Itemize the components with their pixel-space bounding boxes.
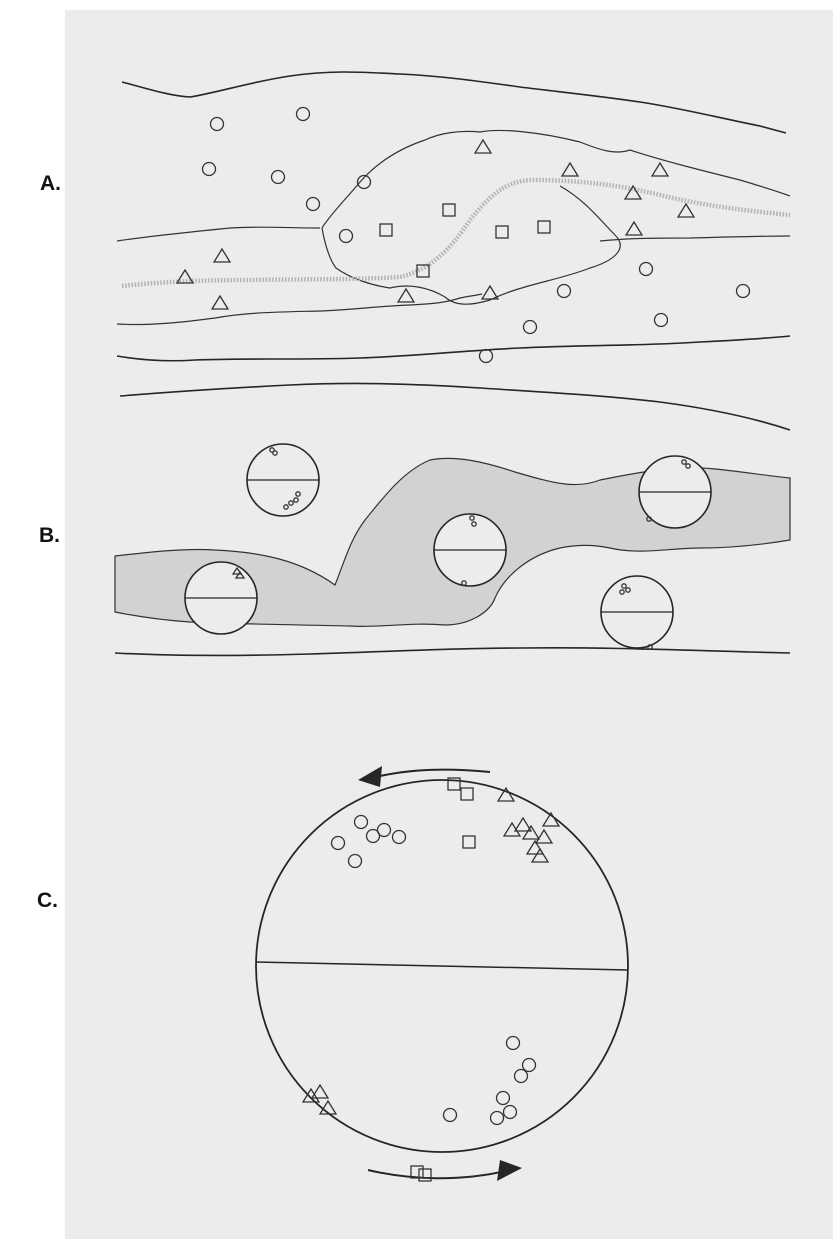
panel-c-top-arrow-arc: [372, 770, 490, 778]
panel-c-bottom-arrow-arc: [368, 1170, 510, 1178]
panel-c-squares: [411, 778, 475, 1181]
panel-a: [117, 72, 790, 363]
panel-b-stereonet-4: [185, 562, 257, 634]
panel-c-circles: [332, 816, 536, 1125]
panel-b-stereonet-3: [639, 456, 711, 528]
panel-b-stereonet-5: [601, 576, 673, 649]
panel-c-bottom-arrowhead: [497, 1160, 522, 1181]
panel-a-squares: [380, 204, 550, 277]
panel-b-stereonet-2: [434, 514, 506, 586]
panel-c-primitive-line: [256, 962, 628, 970]
panel-b-top-boundary: [120, 384, 790, 430]
panel-a-lower-band: [117, 294, 482, 325]
panel-c: [256, 766, 628, 1181]
panel-a-right-band: [600, 236, 790, 241]
panel-a-top-boundary: [122, 72, 786, 133]
panel-b-bottom-boundary: [115, 648, 790, 656]
panel-a-bottom-boundary: [117, 336, 790, 361]
panel-a-circles: [203, 108, 750, 363]
panel-b: [115, 384, 790, 656]
panel-a-triangles: [177, 140, 694, 309]
panel-b-stereonet-1: [247, 444, 319, 516]
panel-c-top-arrowhead: [358, 766, 382, 787]
panel-a-stippled-trace: [122, 180, 790, 286]
panel-a-middle-band: [117, 227, 320, 241]
